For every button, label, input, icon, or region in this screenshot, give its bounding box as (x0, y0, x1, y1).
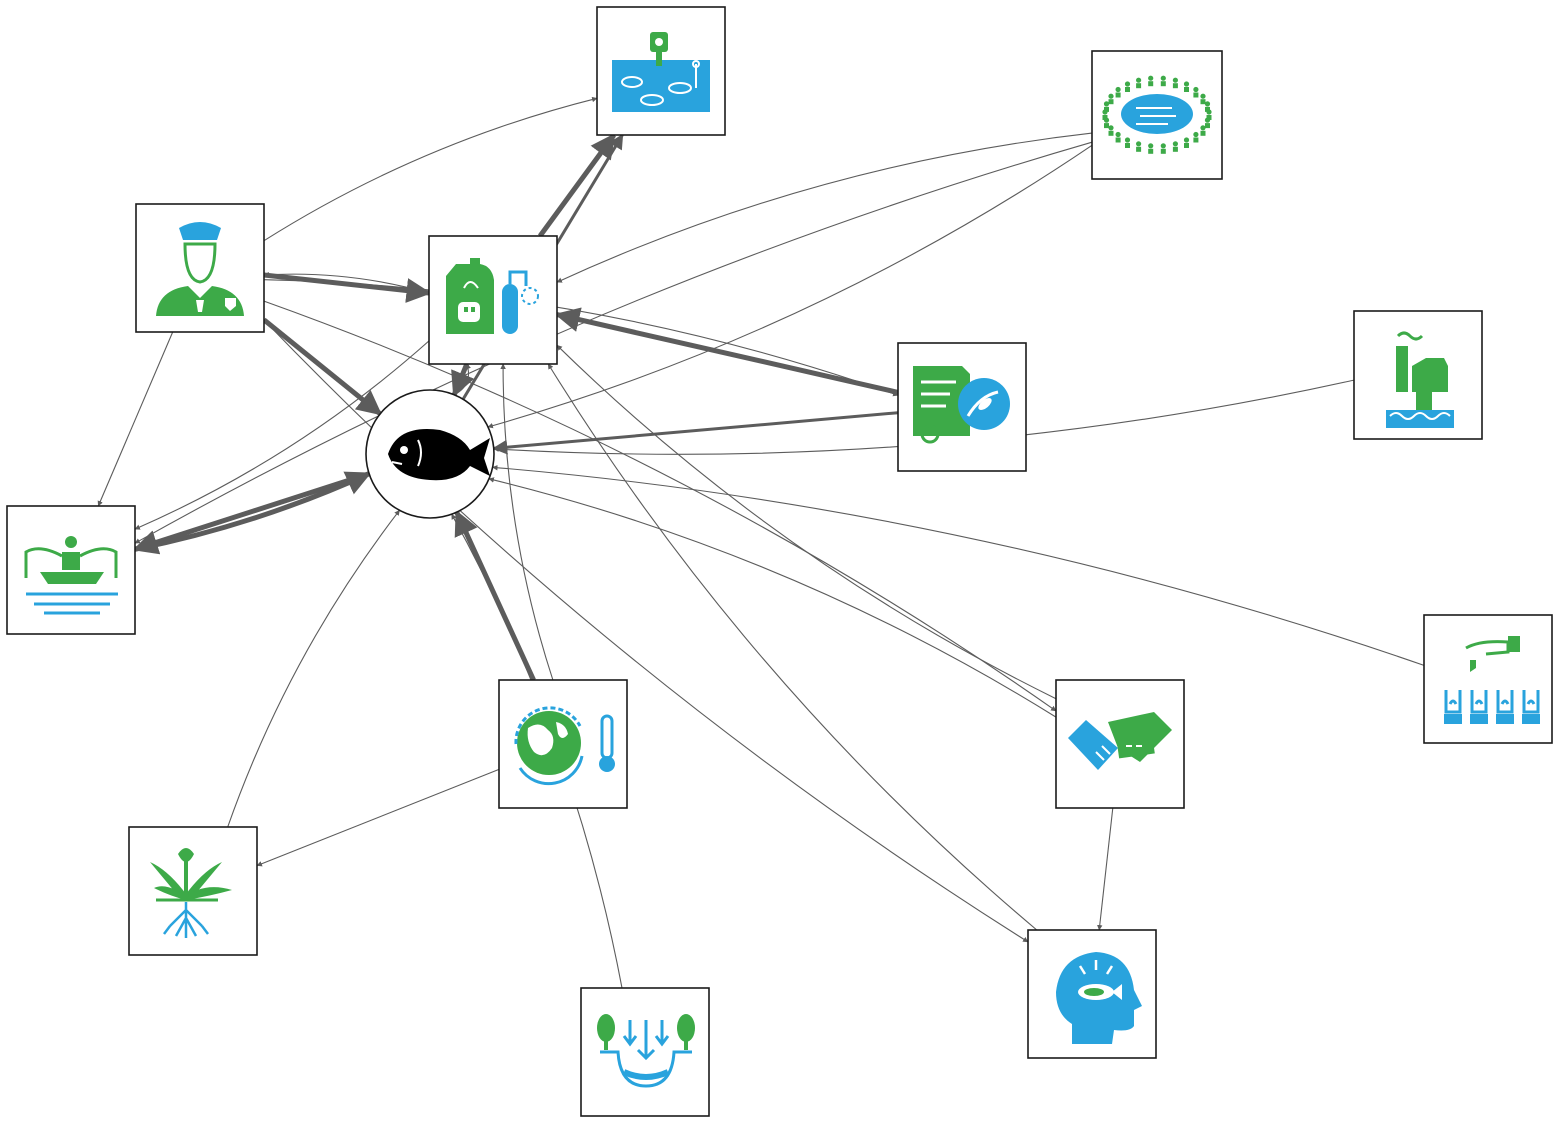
edge-plants-to-fish (227, 509, 400, 828)
fisher-boat-icon (24, 536, 118, 615)
aquaculture-tank-icon (612, 32, 710, 112)
fishing-license-certificate-icon (913, 366, 1010, 444)
node-community[interactable] (1091, 50, 1223, 180)
node-fish[interactable] (365, 389, 495, 519)
edge-community-to-chemicals (556, 132, 1093, 283)
edge-chemicals-to-aquaculture (537, 132, 617, 238)
edge-climate-to-chemicals (500, 363, 554, 681)
industrial-pollution-icon (1386, 331, 1454, 428)
node-officer[interactable] (135, 203, 265, 333)
node-runoff[interactable] (580, 987, 710, 1117)
edge-climate-to-plants (256, 768, 500, 867)
edge-community-to-fisher (134, 141, 1093, 544)
edge-officer-to-license (263, 279, 899, 397)
node-chemicals[interactable] (428, 235, 558, 365)
community-lake-icon (1102, 75, 1212, 154)
financial-support-icon (1444, 636, 1540, 724)
edge-chemicals-to-fisher (134, 340, 430, 530)
fisheries-officer-icon (156, 222, 244, 316)
edge-officer-to-fisher (97, 331, 174, 507)
node-climate[interactable] (498, 679, 628, 809)
edge-officer-to-chemicals (263, 272, 432, 303)
edge-officer-to-fish (262, 317, 383, 416)
edge-chemicals-to-officer (263, 271, 430, 294)
trade-handshake-icon (1068, 712, 1172, 770)
edge-fisher-to-fish (134, 471, 372, 552)
edge-license-to-chemicals (554, 307, 899, 395)
edge-trade-to-knowledge (1097, 807, 1114, 931)
node-fisher[interactable] (6, 505, 136, 635)
fish-icon (388, 429, 490, 481)
edge-knowledge-to-chemicals (547, 363, 1038, 931)
edge-trade-to-chemicals (556, 344, 1057, 700)
node-trade[interactable] (1055, 679, 1185, 809)
edge-officer-to-aquaculture (263, 96, 598, 242)
edge-fish-to-chemicals (453, 363, 471, 396)
fish-knowledge-head-icon (1056, 952, 1142, 1044)
chemical-containers-icon (446, 258, 539, 334)
edges-layer (97, 96, 1425, 989)
node-industry[interactable] (1353, 310, 1483, 440)
edge-fish-to-fisher (132, 471, 370, 555)
node-knowledge[interactable] (1027, 929, 1157, 1059)
node-plants[interactable] (128, 826, 258, 956)
edge-license-to-fish (492, 411, 899, 455)
edge-climate-to-fish (454, 509, 536, 682)
node-subsidy[interactable] (1423, 614, 1553, 744)
edge-trade-to-fish (488, 477, 1057, 718)
edge-officer-to-trade (263, 300, 1057, 712)
node-aquaculture[interactable] (596, 6, 726, 136)
node-license[interactable] (897, 342, 1027, 472)
runoff-infiltration-icon (597, 1014, 695, 1088)
aquatic-plant-icon (150, 848, 232, 938)
edge-community-to-fish (487, 144, 1093, 429)
climate-change-icon (514, 706, 615, 786)
edge-subsidy-to-fish (492, 464, 1425, 666)
